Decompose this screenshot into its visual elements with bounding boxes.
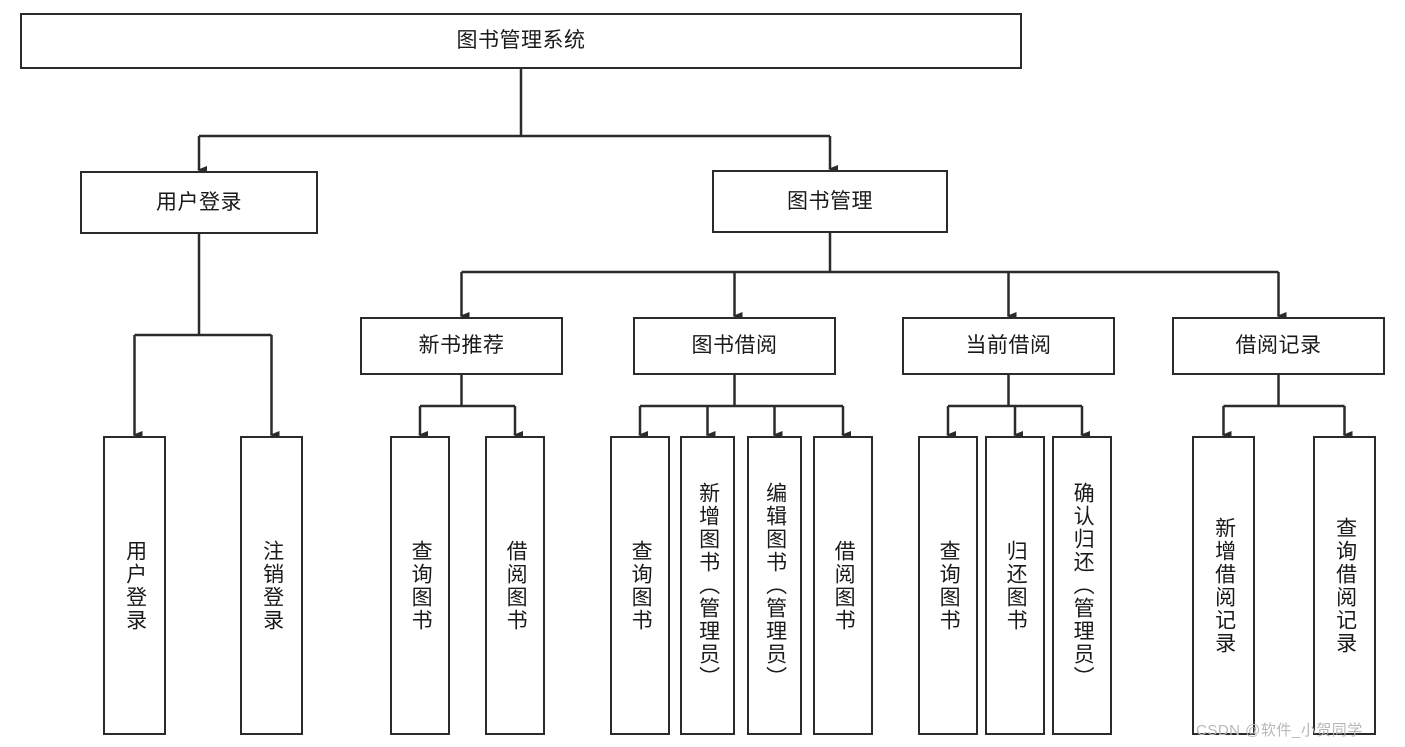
node-label: 借阅图书 xyxy=(504,539,528,632)
node-label: 图书借阅 xyxy=(691,334,778,358)
node-leaf-logout[interactable]: 注销登录 xyxy=(240,436,303,735)
node-label: 查询借阅记录 xyxy=(1333,516,1357,655)
node-label: 新增借阅记录 xyxy=(1212,516,1236,655)
node-current-borrow[interactable]: 当前借阅 xyxy=(902,317,1115,375)
node-book-manage[interactable]: 图书管理 xyxy=(712,170,948,233)
node-leaf-add-book[interactable]: 新增图书（管理员） xyxy=(680,436,735,735)
node-label: 图书管理系统 xyxy=(456,29,586,53)
node-leaf-return-book[interactable]: 归还图书 xyxy=(985,436,1045,735)
node-label: 当前借阅 xyxy=(965,334,1052,358)
node-label: 查询图书 xyxy=(629,539,653,632)
node-leaf-user-login[interactable]: 用户登录 xyxy=(103,436,166,735)
node-label: 借阅记录 xyxy=(1235,334,1322,358)
node-leaf-add-record[interactable]: 新增借阅记录 xyxy=(1192,436,1255,735)
node-leaf-borrow-book-2[interactable]: 借阅图书 xyxy=(813,436,873,735)
node-label: 用户登录 xyxy=(156,190,242,214)
node-label: 借阅图书 xyxy=(832,539,856,632)
node-leaf-borrow-book-1[interactable]: 借阅图书 xyxy=(485,436,545,735)
node-leaf-query-book-1[interactable]: 查询图书 xyxy=(390,436,450,735)
node-label: 归还图书 xyxy=(1004,539,1028,632)
node-leaf-edit-book[interactable]: 编辑图书（管理员） xyxy=(747,436,802,735)
node-book-borrow[interactable]: 图书借阅 xyxy=(633,317,836,375)
node-user-login[interactable]: 用户登录 xyxy=(80,171,318,234)
node-leaf-query-record[interactable]: 查询借阅记录 xyxy=(1313,436,1376,735)
node-leaf-confirm-return[interactable]: 确认归还（管理员） xyxy=(1052,436,1112,735)
node-label: 图书管理 xyxy=(787,189,873,213)
node-new-book-rec[interactable]: 新书推荐 xyxy=(360,317,563,375)
node-label: 查询图书 xyxy=(409,539,433,632)
node-label: 编辑图书（管理员） xyxy=(763,482,787,689)
node-leaf-query-book-2[interactable]: 查询图书 xyxy=(610,436,670,735)
node-leaf-query-book-3[interactable]: 查询图书 xyxy=(918,436,978,735)
node-label: 新书推荐 xyxy=(418,334,505,358)
node-borrow-record[interactable]: 借阅记录 xyxy=(1172,317,1385,375)
node-root[interactable]: 图书管理系统 xyxy=(20,13,1022,69)
node-label: 用户登录 xyxy=(123,539,147,632)
node-label: 注销登录 xyxy=(260,539,284,632)
node-label: 查询图书 xyxy=(937,539,961,632)
node-label: 新增图书（管理员） xyxy=(696,482,720,689)
node-label: 确认归还（管理员） xyxy=(1071,482,1095,689)
watermark-csdn: CSDN @软件_小贺同学 xyxy=(1196,722,1363,739)
